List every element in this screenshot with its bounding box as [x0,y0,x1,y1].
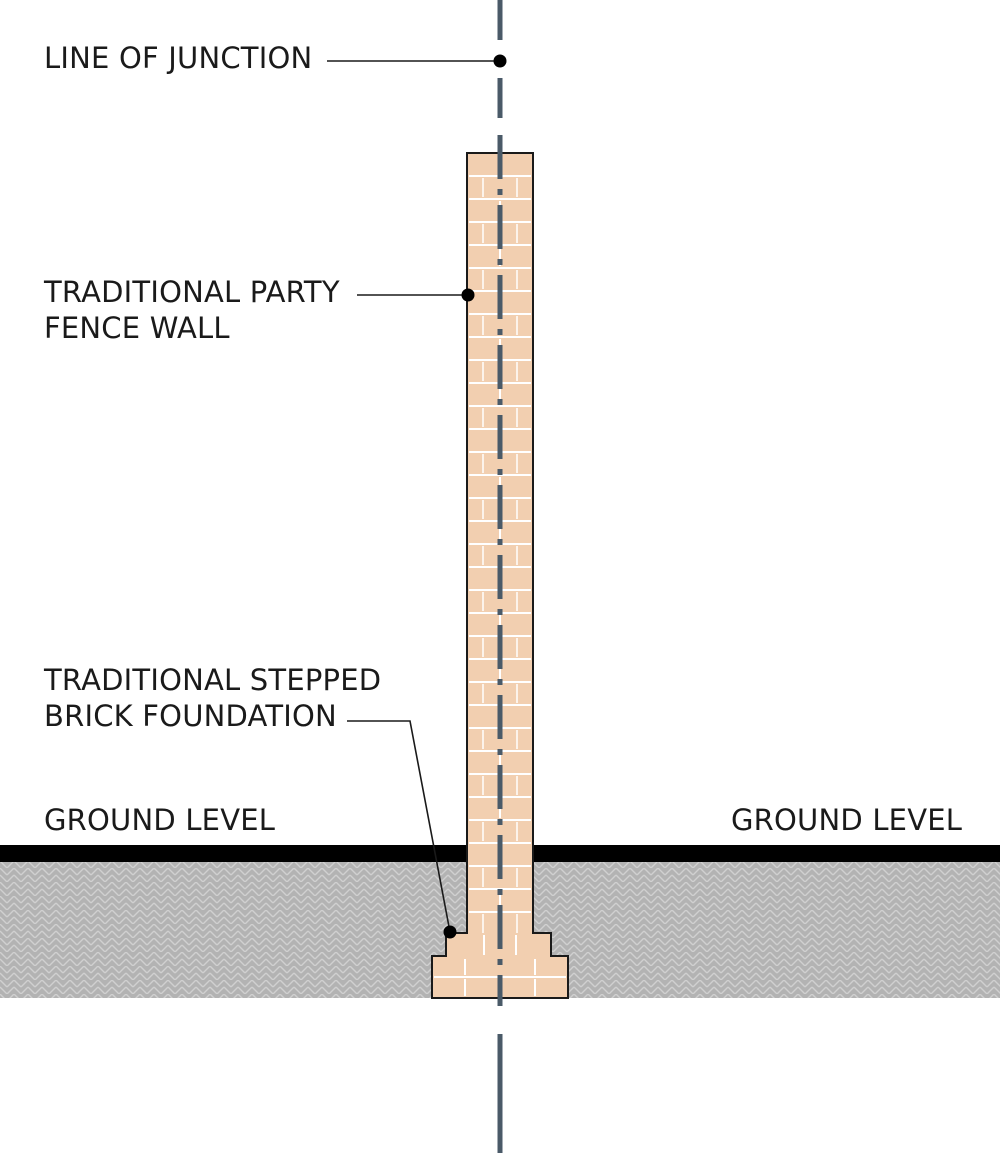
party-wall-label-line1: TRADITIONAL PARTY [44,275,340,309]
foundation-label: TRADITIONAL STEPPED BRICK FOUNDATION [44,662,381,734]
leader-foundation [347,720,457,939]
foundation-label-line1: TRADITIONAL STEPPED [44,663,382,697]
leader-junction [327,54,507,68]
leader-party-wall [357,288,475,302]
ground-level-right-label: GROUND LEVEL [731,803,963,837]
party-wall-label: TRADITIONAL PARTY FENCE WALL [44,274,340,346]
party-wall-label-line2: FENCE WALL [44,311,230,345]
foundation-label-line2: BRICK FOUNDATION [44,699,337,733]
line-of-junction-label: LINE OF JUNCTION [44,41,313,75]
ground-level-left-label: GROUND LEVEL [44,803,276,837]
